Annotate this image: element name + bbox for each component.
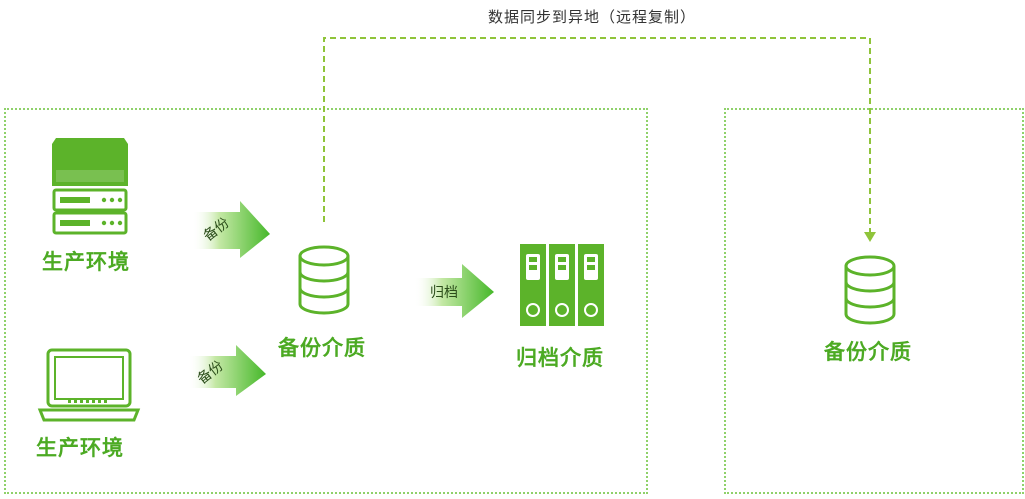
local-site-zone <box>4 108 648 494</box>
backup-arrow-top <box>192 201 270 258</box>
replication-arrowhead-icon <box>864 232 876 242</box>
remote-replication-line <box>323 37 876 242</box>
archive-arrow <box>414 264 494 318</box>
archive-arrow-label: 归档 <box>430 285 458 301</box>
archive-binders-icon <box>520 244 604 326</box>
database-icon-local <box>298 245 350 315</box>
backup-arrow-bottom <box>188 345 266 396</box>
laptop-env-label: 生产环境 <box>36 436 124 460</box>
remote-site-zone <box>724 108 1024 494</box>
server-icon <box>52 138 128 235</box>
database-icon-remote <box>844 255 896 325</box>
remote-backup-media-label: 备份介质 <box>824 340 912 364</box>
server-env-label: 生产环境 <box>42 250 130 274</box>
local-backup-media-label: 备份介质 <box>278 336 366 360</box>
remote-sync-label: 数据同步到异地（远程复制） <box>488 8 697 26</box>
archive-media-label: 归档介质 <box>516 346 604 370</box>
laptop-icon <box>37 348 141 422</box>
